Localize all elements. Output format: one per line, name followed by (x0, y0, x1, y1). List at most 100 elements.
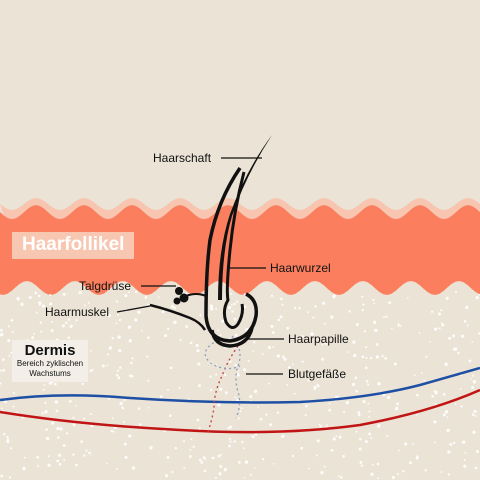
texture-dot (38, 294, 41, 298)
texture-dot (413, 374, 416, 376)
texture-dot (301, 360, 304, 363)
texture-dot (112, 430, 115, 433)
texture-dot (386, 435, 389, 438)
texture-dot (360, 464, 364, 467)
texture-dot (270, 294, 274, 297)
texture-dot (283, 357, 287, 361)
texture-dot (367, 383, 370, 386)
texture-dot (0, 474, 4, 478)
texture-dot (292, 363, 294, 366)
texture-dot (430, 310, 434, 313)
texture-dot (57, 453, 62, 457)
texture-dot (67, 318, 71, 321)
texture-dot (196, 418, 200, 422)
texture-dot (33, 332, 36, 335)
texture-dot (198, 384, 201, 388)
texture-dot (359, 437, 362, 441)
texture-dot (468, 359, 472, 363)
texture-dot (41, 412, 44, 415)
texture-dot (220, 453, 222, 456)
texture-dot (236, 300, 239, 303)
texture-dot (368, 432, 372, 436)
texture-dot (332, 437, 336, 441)
texture-dot (358, 447, 362, 451)
texture-dot (130, 361, 133, 365)
dermis-subtitle-line1: Bereich zyklischen (16, 359, 84, 368)
texture-dot (384, 356, 387, 360)
texture-dot (425, 355, 428, 358)
texture-dot (56, 426, 60, 431)
label-haarmuskel: Haarmuskel (45, 305, 110, 319)
texture-dot (279, 315, 283, 319)
texture-dot (333, 370, 336, 373)
texture-dot (457, 351, 460, 355)
texture-dot (261, 353, 264, 356)
texture-dot (173, 320, 177, 324)
texture-dot (420, 371, 423, 374)
texture-dot (351, 382, 356, 387)
texture-dot (61, 324, 65, 328)
texture-dot (293, 392, 296, 395)
texture-dot (462, 440, 466, 444)
texture-dot (237, 417, 240, 420)
texture-dot (58, 313, 61, 316)
texture-dot (440, 309, 443, 312)
texture-dot (123, 420, 125, 423)
texture-dot (178, 387, 181, 390)
texture-dot (365, 366, 368, 370)
texture-dot (391, 327, 393, 330)
texture-dot (43, 384, 46, 386)
texture-dot (182, 440, 186, 443)
texture-dot (459, 387, 462, 390)
texture-dot (470, 378, 472, 380)
texture-dot (88, 451, 91, 455)
texture-dot (188, 454, 192, 458)
texture-dot (313, 385, 317, 389)
texture-dot (377, 424, 381, 428)
texture-dot (444, 362, 448, 366)
texture-dot (357, 413, 361, 417)
texture-dot (474, 466, 478, 470)
texture-dot (370, 437, 373, 440)
texture-dot (217, 329, 220, 332)
texture-dot (187, 398, 190, 401)
texture-dot (63, 458, 66, 461)
texture-dot (192, 445, 195, 448)
texture-dot (375, 355, 380, 359)
texture-dot (233, 440, 236, 443)
texture-dot (75, 319, 78, 322)
texture-dot (116, 313, 119, 316)
texture-dot (233, 317, 237, 321)
texture-dot (113, 426, 117, 430)
texture-dot (251, 435, 255, 439)
texture-dot (11, 330, 14, 334)
texture-dot (16, 411, 19, 413)
texture-dot (147, 303, 149, 306)
texture-dot (463, 458, 466, 462)
label-haarwurzel: Haarwurzel (270, 261, 331, 275)
texture-dot (228, 425, 232, 429)
texture-dot (131, 357, 134, 360)
texture-dot (161, 310, 165, 314)
texture-dot (230, 292, 233, 295)
texture-dot (69, 400, 72, 403)
texture-dot (80, 440, 83, 443)
texture-dot (170, 304, 175, 309)
texture-dot (337, 374, 341, 378)
texture-dot (281, 303, 284, 306)
texture-dot (337, 475, 340, 477)
texture-dot (440, 471, 443, 473)
texture-dot (78, 291, 82, 295)
texture-dot (168, 414, 172, 418)
dermis-label-box: Dermis Bereich zyklischen Wachstums (12, 340, 88, 382)
texture-dot (343, 411, 346, 414)
texture-dot (394, 406, 399, 411)
texture-dot (219, 334, 222, 337)
texture-dot (243, 476, 246, 479)
texture-dot (272, 345, 275, 348)
label-haarpapille: Haarpapille (288, 332, 349, 346)
texture-dot (286, 326, 289, 330)
texture-dot (167, 327, 170, 330)
texture-dot (397, 322, 400, 325)
texture-dot (234, 396, 237, 399)
